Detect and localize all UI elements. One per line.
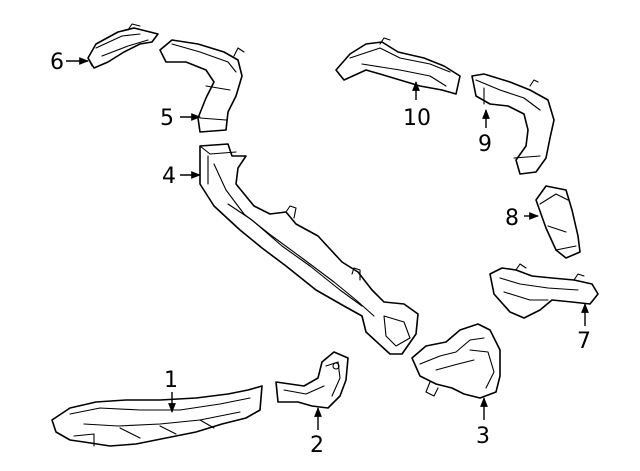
callout-labels: 6 5 4 10 9 8 7 3 2 1 <box>50 50 591 458</box>
callout-7: 7 <box>577 329 591 354</box>
part-8-vent <box>535 185 581 259</box>
callout-9: 9 <box>478 132 492 157</box>
part-4-main-duct <box>199 143 419 355</box>
part-5-duct <box>159 39 245 133</box>
callout-leaders <box>66 57 589 430</box>
part-1-duct <box>51 385 263 447</box>
callout-6: 6 <box>50 50 64 75</box>
part-9-duct <box>471 73 555 175</box>
part-3-housing <box>411 323 501 399</box>
callout-1: 1 <box>164 368 178 393</box>
part-7-duct <box>489 263 599 319</box>
part-2-duct <box>275 351 349 409</box>
part-6-duct <box>87 23 159 69</box>
part-10-duct <box>335 37 461 95</box>
callout-2: 2 <box>310 433 324 458</box>
callout-3: 3 <box>476 424 490 449</box>
callout-5: 5 <box>160 106 174 131</box>
callout-8: 8 <box>505 206 519 231</box>
callout-4: 4 <box>162 164 176 189</box>
callout-10: 10 <box>403 106 431 131</box>
